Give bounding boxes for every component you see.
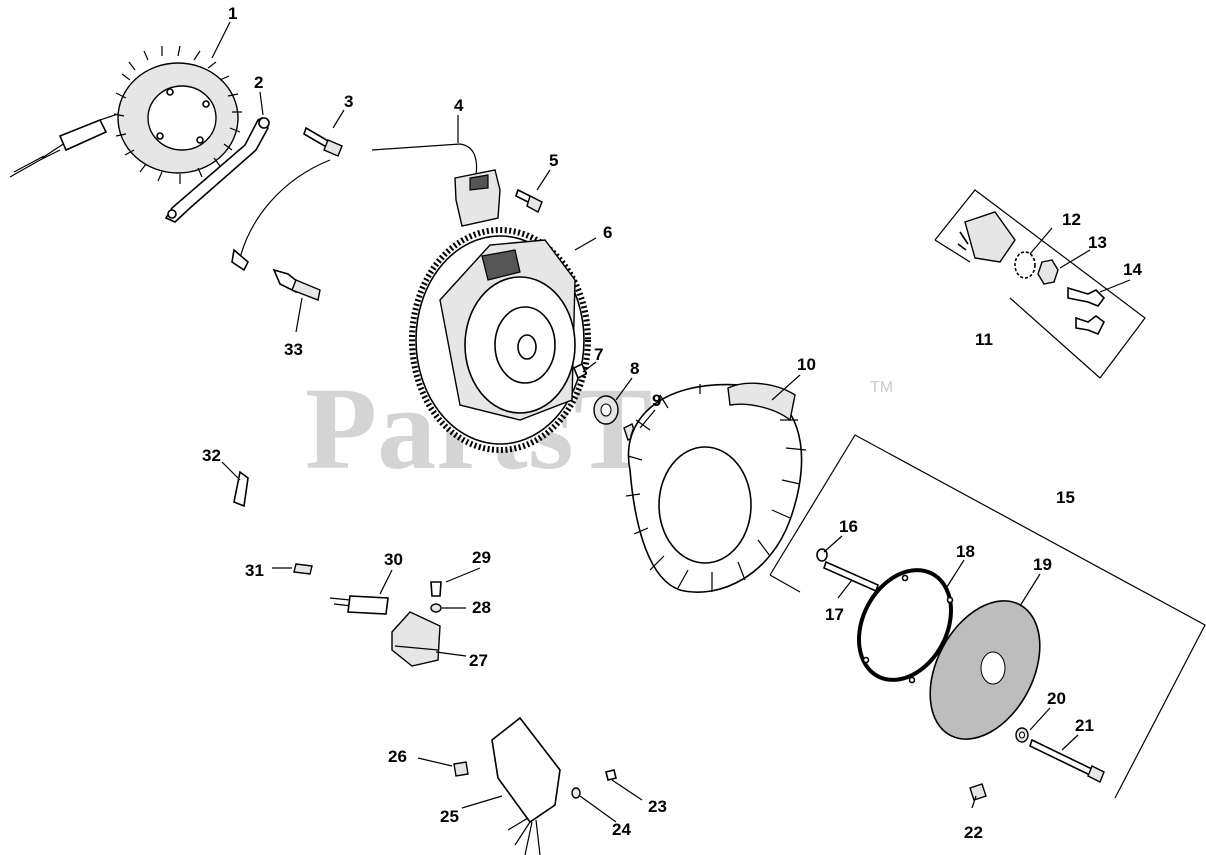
part-8-washer[interactable] bbox=[593, 395, 619, 425]
callout-6: 6 bbox=[603, 223, 612, 242]
callout-19: 19 bbox=[1033, 555, 1052, 574]
callout-5: 5 bbox=[549, 151, 558, 170]
part-30-connector[interactable] bbox=[329, 595, 389, 615]
part-25-regulator[interactable] bbox=[491, 716, 561, 855]
part-29-screw[interactable] bbox=[430, 581, 442, 597]
callout-13: 13 bbox=[1088, 233, 1107, 252]
leader-lines bbox=[211, 21, 1131, 823]
watermark-trademark: TM bbox=[870, 379, 893, 396]
callout-33: 33 bbox=[284, 340, 303, 359]
callout-15: 15 bbox=[1056, 488, 1075, 507]
callout-3: 3 bbox=[344, 92, 353, 111]
part-12-lockwasher[interactable] bbox=[1014, 251, 1036, 279]
part-18-gasket[interactable] bbox=[841, 554, 970, 696]
part-1-stator[interactable] bbox=[9, 45, 242, 184]
callout-31: 31 bbox=[245, 561, 264, 580]
part-15-kit-frame bbox=[769, 434, 1206, 799]
part-23-screw[interactable] bbox=[605, 769, 617, 781]
part-2-bracket[interactable] bbox=[164, 116, 270, 223]
part-6-flywheel[interactable] bbox=[409, 227, 591, 453]
part-17-pin[interactable] bbox=[823, 560, 879, 593]
callout-9: 9 bbox=[652, 391, 661, 410]
part-28-washer[interactable] bbox=[430, 603, 442, 613]
callout-26: 26 bbox=[388, 747, 407, 766]
part-14-keys[interactable] bbox=[1067, 286, 1106, 336]
callout-25: 25 bbox=[440, 807, 459, 826]
part-26-nut[interactable] bbox=[453, 761, 469, 777]
callout-16: 16 bbox=[839, 517, 858, 536]
part-22-spacer[interactable] bbox=[969, 783, 987, 801]
callout-32: 32 bbox=[202, 446, 221, 465]
callout-29: 29 bbox=[472, 548, 491, 567]
callout-18: 18 bbox=[956, 542, 975, 561]
part-24-washer[interactable] bbox=[571, 787, 581, 799]
callout-2: 2 bbox=[254, 73, 263, 92]
callout-28: 28 bbox=[472, 598, 491, 617]
callout-22: 22 bbox=[964, 823, 983, 842]
part-19-screen[interactable] bbox=[908, 582, 1062, 758]
callout-11: 11 bbox=[975, 330, 993, 349]
part-32-clip[interactable] bbox=[233, 470, 249, 508]
callout-12: 12 bbox=[1062, 210, 1081, 229]
part-20-washer[interactable] bbox=[1015, 727, 1029, 743]
callout-23: 23 bbox=[648, 797, 667, 816]
callout-24: 24 bbox=[612, 820, 631, 839]
part-31-clip[interactable] bbox=[293, 563, 313, 575]
part-5-screw[interactable] bbox=[515, 188, 543, 213]
part-11-ignition-switch-kit[interactable] bbox=[934, 189, 1146, 379]
callout-30: 30 bbox=[384, 550, 403, 569]
callout-labels: 1 2 3 4 5 6 7 8 9 10 11 12 13 14 15 16 1… bbox=[202, 4, 1142, 842]
part-4-ignition-module[interactable] bbox=[231, 143, 501, 272]
part-3-screw[interactable] bbox=[303, 126, 343, 157]
part-10-fan[interactable] bbox=[625, 382, 807, 593]
callout-17: 17 bbox=[825, 605, 844, 624]
callout-21: 21 bbox=[1075, 716, 1094, 735]
callout-20: 20 bbox=[1047, 689, 1066, 708]
callout-1: 1 bbox=[228, 4, 237, 23]
callout-14: 14 bbox=[1123, 260, 1142, 279]
callout-10: 10 bbox=[797, 355, 816, 374]
part-27-regulator[interactable] bbox=[391, 611, 441, 667]
part-33-spark-plug[interactable] bbox=[272, 268, 321, 301]
callout-8: 8 bbox=[630, 359, 639, 378]
callout-7: 7 bbox=[594, 345, 603, 364]
callout-27: 27 bbox=[469, 651, 488, 670]
part-7-key[interactable] bbox=[572, 362, 588, 380]
callout-4: 4 bbox=[454, 96, 464, 115]
part-13-nut[interactable] bbox=[1037, 259, 1059, 285]
part-21-bolt[interactable] bbox=[1029, 738, 1105, 783]
